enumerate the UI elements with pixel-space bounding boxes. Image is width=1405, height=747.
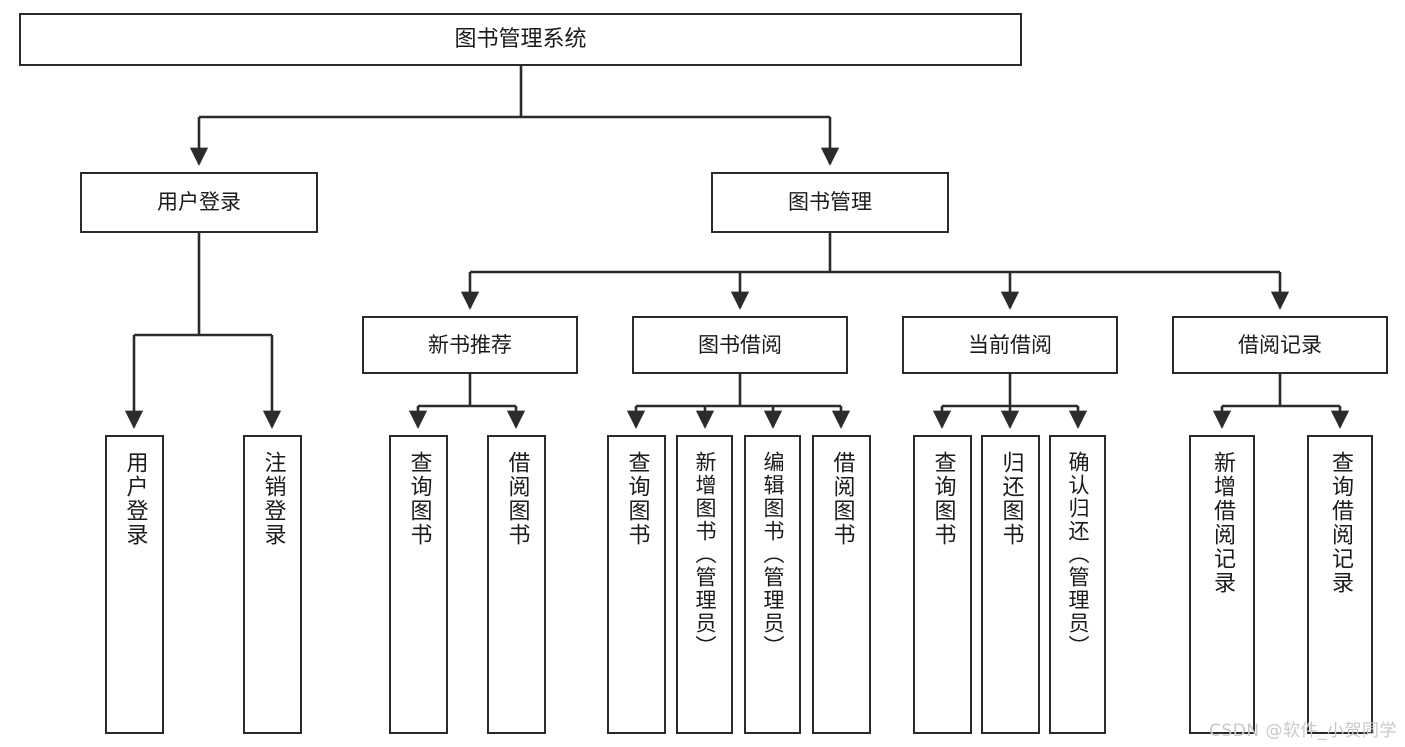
node-leaf-user-logout[interactable]: 注销登录 [243,435,302,734]
node-new-book-recommend[interactable]: 新书推荐 [362,316,578,374]
node-leaf-borrow-book-2-label: 借阅图书 [829,451,855,547]
node-leaf-confirm-return-label: 确认归还（管理员） [1066,451,1090,658]
node-leaf-query-book-1[interactable]: 查询图书 [389,435,448,734]
node-book-borrow-label: 图书借阅 [698,332,782,357]
node-book-manage[interactable]: 图书管理 [711,172,949,233]
node-root[interactable]: 图书管理系统 [19,13,1022,66]
node-leaf-query-book-2[interactable]: 查询图书 [607,435,666,734]
node-leaf-return-book[interactable]: 归还图书 [981,435,1040,734]
node-leaf-query-book-1-label: 查询图书 [406,451,432,547]
node-leaf-query-record[interactable]: 查询借阅记录 [1307,435,1373,734]
node-current-borrow-label: 当前借阅 [968,332,1052,357]
node-leaf-user-login-label: 用户登录 [122,451,148,547]
node-leaf-edit-book-label: 编辑图书（管理员） [761,451,785,658]
node-leaf-add-book[interactable]: 新增图书（管理员） [676,435,733,734]
node-book-manage-label: 图书管理 [788,190,872,215]
node-leaf-borrow-book-2[interactable]: 借阅图书 [812,435,871,734]
node-leaf-user-login[interactable]: 用户登录 [105,435,164,734]
node-leaf-add-record-label: 新增借阅记录 [1210,451,1235,595]
node-leaf-borrow-book-1-label: 借阅图书 [504,451,530,547]
node-leaf-query-book-2-label: 查询图书 [624,451,650,547]
node-leaf-add-record[interactable]: 新增借阅记录 [1189,435,1255,734]
node-current-borrow[interactable]: 当前借阅 [902,316,1118,374]
node-leaf-query-record-label: 查询借阅记录 [1328,451,1353,595]
node-leaf-add-book-label: 新增图书（管理员） [693,451,717,658]
node-user-login[interactable]: 用户登录 [80,172,318,233]
node-borrow-record[interactable]: 借阅记录 [1172,316,1388,374]
node-root-label: 图书管理系统 [454,26,587,52]
node-borrow-record-label: 借阅记录 [1238,332,1322,357]
node-book-borrow[interactable]: 图书借阅 [632,316,848,374]
node-leaf-borrow-book-1[interactable]: 借阅图书 [487,435,546,734]
watermark: CSDN @软件_小贺同学 [1209,721,1397,741]
node-new-book-recommend-label: 新书推荐 [428,332,512,357]
node-user-login-label: 用户登录 [157,190,241,215]
node-leaf-confirm-return[interactable]: 确认归还（管理员） [1049,435,1106,734]
node-leaf-query-book-3-label: 查询图书 [930,451,956,547]
node-leaf-query-book-3[interactable]: 查询图书 [913,435,972,734]
node-leaf-user-logout-label: 注销登录 [260,451,286,547]
node-leaf-edit-book[interactable]: 编辑图书（管理员） [744,435,801,734]
node-leaf-return-book-label: 归还图书 [998,451,1024,547]
